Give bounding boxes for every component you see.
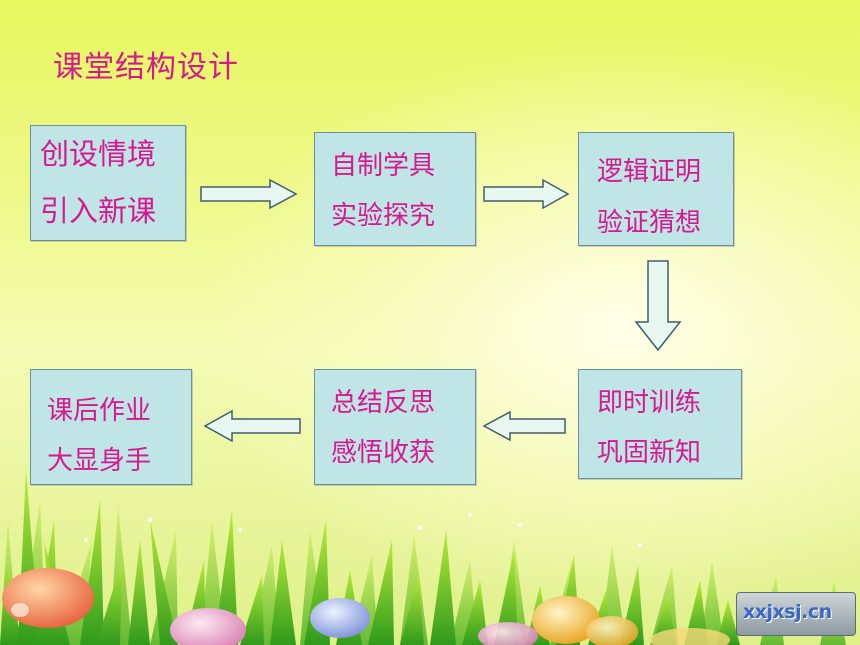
step-2-line-1: 自制学具 [331, 151, 436, 181]
step-6-line-1: 课后作业 [47, 396, 152, 426]
step-box-3: 逻辑证明 验证猜想 [578, 132, 734, 246]
step-1-line-2: 引入新课 [40, 194, 157, 228]
step-6-line-2: 大显身手 [47, 446, 152, 476]
slide-title: 课堂结构设计 [53, 50, 239, 85]
step-box-1: 创设情境 引入新课 [30, 125, 186, 241]
step-box-4: 即时训练 巩固新知 [578, 369, 742, 479]
arrow-right-icon [200, 178, 298, 210]
step-4-line-2: 巩固新知 [597, 438, 702, 468]
step-3-line-2: 验证猜想 [597, 208, 702, 238]
step-2-line-2: 实验探究 [331, 201, 436, 231]
egg-decoration [170, 608, 246, 645]
step-5-line-2: 感悟收获 [331, 438, 436, 468]
step-1-line-1: 创设情境 [40, 137, 157, 171]
egg-decoration [532, 596, 600, 644]
arrow-right-icon [483, 178, 570, 210]
step-5-line-1: 总结反思 [331, 388, 436, 418]
watermark-logo: xxjxsj.cn [736, 592, 856, 636]
step-3-line-1: 逻辑证明 [597, 157, 702, 187]
watermark-text: xxjxsj.cn [743, 601, 832, 623]
arrow-left-icon [482, 410, 566, 442]
arrow-left-icon [203, 409, 301, 443]
egg-decoration [310, 598, 370, 638]
step-box-2: 自制学具 实验探究 [314, 132, 476, 246]
step-4-line-1: 即时训练 [597, 388, 702, 418]
step-box-5: 总结反思 感悟收获 [314, 369, 476, 485]
arrow-down-icon [634, 260, 682, 352]
step-box-6: 课后作业 大显身手 [30, 369, 192, 485]
